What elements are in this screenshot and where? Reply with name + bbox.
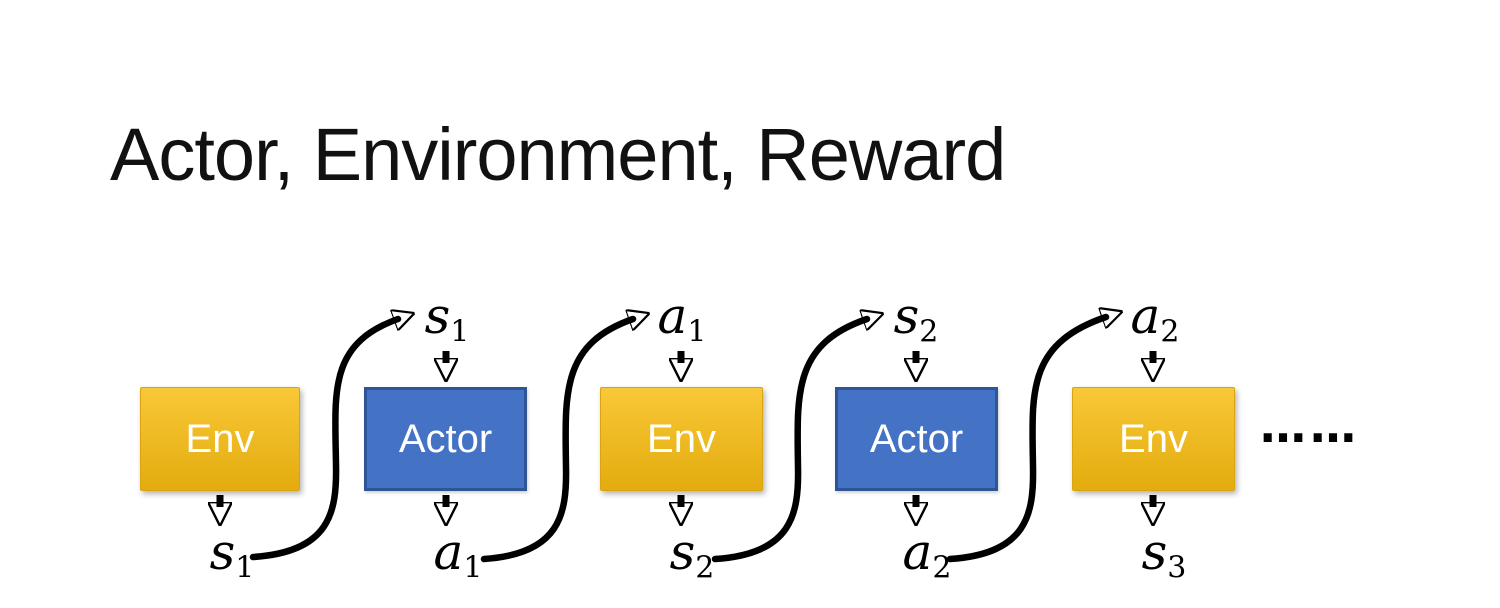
label-subscript: 2 [919, 314, 939, 350]
continuation-ellipsis: …… [1260, 399, 1360, 453]
label-base: s [424, 287, 451, 345]
box-env-1: Env [140, 387, 300, 491]
label-base: s [893, 287, 920, 345]
box-env-1-label: Env [185, 416, 255, 461]
label-bottom-s2: s2 [647, 523, 737, 583]
box-env-2: Env [600, 387, 763, 491]
slide-title: Actor, Environment, Reward [110, 113, 1006, 196]
label-base: s [669, 523, 696, 581]
label-bottom-s1: s1 [187, 523, 277, 583]
label-base: a [1130, 287, 1161, 345]
label-subscript: 1 [687, 314, 707, 350]
label-base: a [902, 523, 933, 581]
label-subscript: 1 [235, 550, 255, 586]
box-actor-2-label: Actor [869, 416, 964, 461]
label-subscript: 2 [1160, 314, 1180, 350]
label-bottom-s3: s3 [1119, 523, 1209, 583]
label-top-s1: s1 [402, 287, 492, 347]
label-top-a1: a1 [637, 287, 727, 347]
label-top-a2: a2 [1110, 287, 1200, 347]
label-base: s [209, 523, 236, 581]
label-base: a [433, 523, 464, 581]
label-subscript: 2 [932, 550, 952, 586]
box-actor-1-label: Actor [398, 416, 493, 461]
label-base: s [1141, 523, 1168, 581]
box-actor-2: Actor [835, 387, 998, 491]
label-subscript: 1 [463, 550, 483, 586]
label-subscript: 3 [1167, 550, 1187, 586]
label-base: a [657, 287, 688, 345]
label-top-s2: s2 [871, 287, 961, 347]
box-actor-1: Actor [364, 387, 527, 491]
box-env-3-label: Env [1119, 416, 1188, 461]
label-bottom-a1: a1 [413, 523, 503, 583]
box-env-3: Env [1072, 387, 1235, 491]
label-subscript: 1 [450, 314, 470, 350]
label-subscript: 2 [695, 550, 715, 586]
label-bottom-a2: a2 [882, 523, 972, 583]
box-env-2-label: Env [647, 416, 716, 461]
